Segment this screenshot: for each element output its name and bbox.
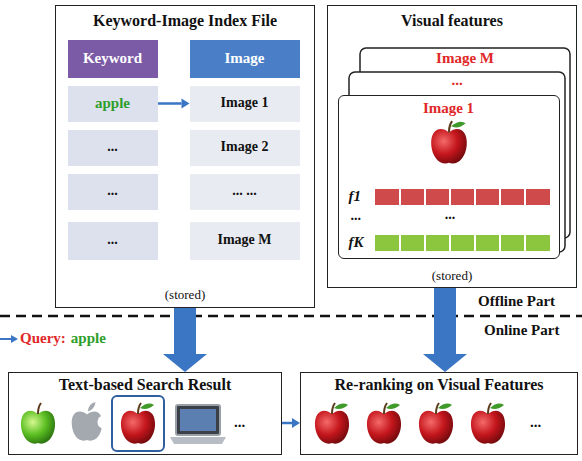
panel-title: Text-based Search Result: [9, 376, 281, 394]
cell-text: ...: [107, 183, 118, 199]
arrow-head: [174, 308, 196, 354]
apple-image: [431, 121, 467, 163]
arrow-head: [182, 99, 190, 109]
ellipsis: ...: [430, 207, 470, 223]
apple-image: [315, 403, 349, 444]
cell-text: ... ...: [232, 183, 257, 199]
highlight-box: [112, 396, 164, 451]
laptop-image: [170, 405, 226, 444]
card-title: Image M: [360, 50, 570, 67]
query-pointer: [0, 335, 18, 343]
keyword-cell: ...: [68, 174, 158, 210]
panel-text: fK: [349, 234, 364, 251]
rerank-panel: Re-ranking on Visual Features: [300, 372, 578, 455]
feature-card: Image 1 f1... fK: [338, 95, 560, 259]
card-fill: [338, 95, 560, 259]
panel-title: Image 1: [339, 100, 559, 117]
dashed-separator: [0, 315, 582, 318]
cell-text: Image M: [217, 232, 271, 248]
section-label: Online Part: [484, 322, 559, 339]
cell-text: Keyword: [83, 50, 142, 67]
index-file-panel: Keyword-Image Index File (stored) Keyword a…: [55, 5, 315, 308]
arrow-line: [282, 422, 292, 425]
cell-text: ...: [107, 232, 118, 248]
image-cell: Image 2: [190, 130, 300, 166]
feature-bar: [375, 189, 550, 205]
panel-title: Re-ranking on Visual Features: [301, 376, 577, 394]
block-arrow: [163, 308, 207, 372]
cell-text: Image 1: [221, 95, 269, 111]
apple-image: [419, 403, 453, 444]
panel-title: Keyword-Image Index File: [56, 12, 314, 30]
flow-arrow: [158, 99, 190, 109]
ellipsis: ...: [530, 414, 541, 431]
panel-title: Visual features: [328, 12, 576, 30]
apple-image: [121, 403, 155, 444]
image-cell: ... ...: [190, 174, 300, 210]
image-cell: Image 1: [190, 86, 300, 122]
panel-text: (stored): [328, 269, 576, 284]
panel-text: f1: [349, 188, 362, 205]
arrow-head: [423, 354, 467, 372]
image-cell: Image M: [190, 222, 300, 260]
search-result-panel: Text-based Search Result: [8, 372, 282, 455]
cell-text: apple: [95, 95, 130, 112]
arrow-line: [158, 102, 182, 105]
keyword-cell: ...: [68, 130, 158, 166]
cell-text: Image: [225, 50, 265, 67]
query-label: Query:: [20, 330, 66, 347]
panel-text: (stored): [56, 288, 314, 303]
keyword-cell: apple: [68, 86, 158, 122]
panel-text: ...: [351, 208, 362, 224]
flow-arrow: [282, 418, 300, 428]
table-header: Keyword: [68, 40, 158, 78]
apple-image: [471, 403, 505, 444]
apple-image: [367, 403, 401, 444]
block-arrow: [423, 288, 467, 372]
table-header: Image: [190, 40, 300, 78]
section-label: Offline Part: [478, 293, 555, 310]
feature-bar: [375, 235, 550, 251]
arrow-head: [163, 354, 207, 372]
arrow-head: [434, 288, 456, 354]
keyword-cell: ...: [68, 222, 158, 260]
cell-text: Image 2: [221, 139, 269, 155]
visual-features-panel: Visual features (stored) Image 1 f1... fK: [327, 5, 577, 288]
arrow-head: [292, 418, 300, 428]
logo-image: [72, 402, 111, 441]
cell-text: ...: [107, 139, 118, 155]
query-keyword: apple: [71, 330, 106, 347]
apple-image: [21, 403, 55, 444]
ellipsis: ...: [349, 72, 565, 89]
ellipsis: ...: [234, 414, 245, 431]
